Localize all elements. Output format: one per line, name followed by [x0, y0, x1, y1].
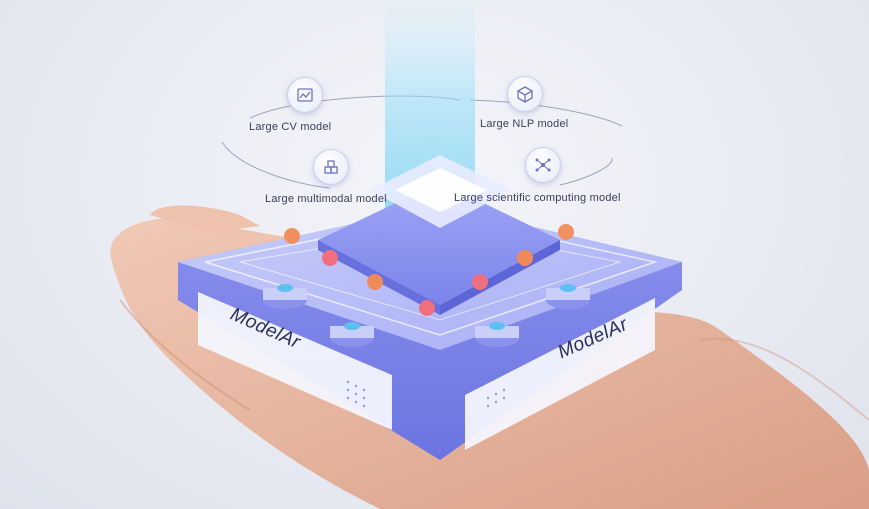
service-badge-icon — [472, 274, 488, 290]
service-badge-icon — [558, 224, 574, 240]
multimodal-model-label: Large multimodal model — [265, 193, 387, 205]
service-badge-icon — [284, 228, 300, 244]
node-cylinder — [475, 322, 519, 347]
scientific-model-label: Large scientific computing model — [454, 192, 621, 204]
service-badge-icon — [419, 300, 435, 316]
service-badge-icon — [367, 274, 383, 290]
nodes — [263, 224, 590, 347]
cv-model-label: Large CV model — [249, 121, 332, 133]
cube-icon — [507, 76, 543, 112]
node-cylinder — [330, 322, 374, 347]
node-cylinder — [546, 284, 590, 309]
network-icon — [525, 147, 561, 183]
node-cylinder — [263, 284, 307, 309]
blocks-icon — [313, 149, 349, 185]
nlp-model-label: Large NLP model — [480, 118, 569, 130]
chart-window-icon — [287, 77, 323, 113]
service-badge-icon — [517, 250, 533, 266]
service-badge-icon — [322, 250, 338, 266]
